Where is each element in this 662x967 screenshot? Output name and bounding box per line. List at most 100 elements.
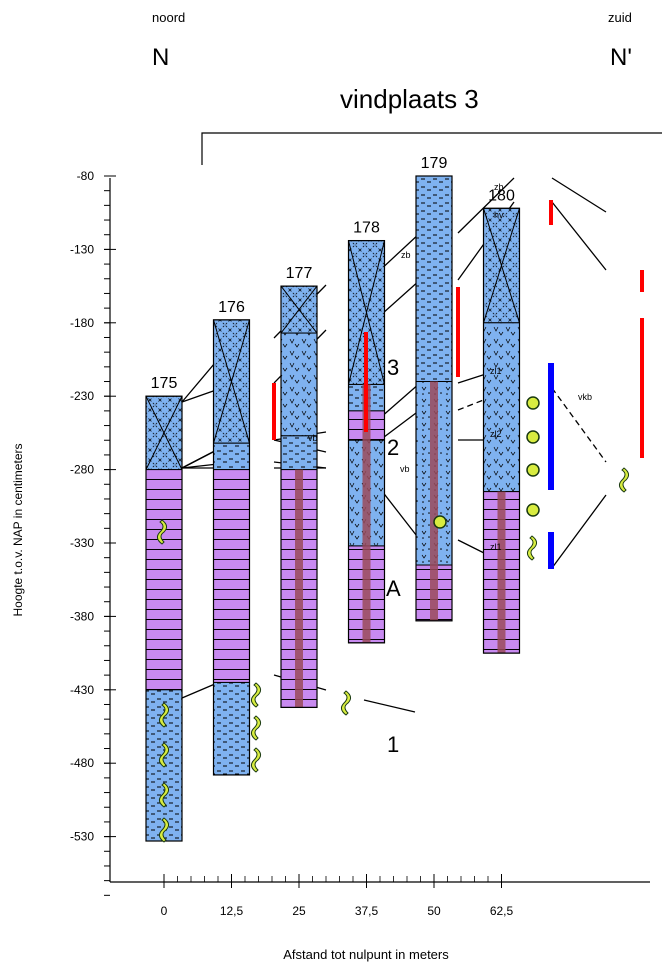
red-marker-179 <box>549 200 553 225</box>
unit-label: hv <box>494 210 504 220</box>
borehole-outline <box>482 207 521 654</box>
unit-label: zl1 <box>490 542 502 552</box>
root-channel <box>430 381 438 621</box>
y-axis-label: Hoogte t.o.v. NAP in centimeters <box>11 444 25 617</box>
south-big-label: N' <box>610 44 632 71</box>
borehole-id-label: 177 <box>286 265 313 282</box>
root-channel <box>362 384 371 643</box>
layer-cross <box>280 285 318 334</box>
worm-icon <box>250 682 262 708</box>
worm-icon <box>340 690 352 716</box>
boreholes: 175 176 177 178 179 180 <box>145 155 521 842</box>
red-marker-177 <box>364 332 368 432</box>
nodule-icon <box>526 430 540 444</box>
layer-sand-dash <box>280 435 318 471</box>
y-tick-label: -230 <box>70 389 94 403</box>
borehole-id-label: 178 <box>353 220 380 237</box>
nodule-icon <box>526 396 540 410</box>
layer-sand-v <box>483 322 520 493</box>
north-small-label: noord <box>152 10 185 25</box>
borehole-id-label: 175 <box>151 375 178 392</box>
y-tick-label: -430 <box>70 683 94 697</box>
borehole-id-label: 179 <box>421 155 448 172</box>
x-tick-label: 50 <box>427 904 441 918</box>
worm-icon <box>158 782 170 808</box>
red-marker-178 <box>456 287 460 377</box>
worm-icon <box>250 747 262 773</box>
worm-symbols <box>156 467 630 843</box>
layer-cross <box>145 395 183 470</box>
zone-label-2: 2 <box>387 435 399 460</box>
red-marker-176 <box>272 383 276 440</box>
nodule-icon <box>526 503 540 517</box>
y-axis-ticks: -80 -130 -180 -230 -280 -330 -380 -430 -480 -530 <box>70 169 116 896</box>
layer-cross <box>213 319 250 444</box>
layer-peat <box>213 469 250 683</box>
borehole-179: 179 <box>415 155 453 622</box>
nodule-icon <box>526 463 540 477</box>
borehole-177: 177 <box>280 265 318 709</box>
worm-icon <box>250 715 262 741</box>
borehole-id-label: 180 <box>488 187 515 204</box>
layer-sand-dash <box>213 442 250 471</box>
marker-bars <box>272 200 644 569</box>
x-tick-label: 62,5 <box>490 904 514 918</box>
site-bracket <box>201 132 662 165</box>
layer-sand-dash <box>415 175 453 383</box>
worm-icon <box>158 742 170 768</box>
blue-marker-179a <box>548 363 554 490</box>
layer-sand-v <box>280 332 318 437</box>
borehole-outline <box>415 175 453 622</box>
south-small-label: zuid <box>608 10 632 25</box>
y-tick-label: -180 <box>70 316 94 330</box>
root-channel <box>497 491 506 654</box>
root-channel <box>295 469 303 708</box>
red-marker-180b <box>640 318 644 458</box>
layer-peat <box>145 469 183 691</box>
nodule-icon <box>433 515 447 529</box>
borehole-outline <box>280 285 318 709</box>
y-tick-label: -80 <box>77 169 95 183</box>
y-tick-label: -380 <box>70 609 94 623</box>
zone-label-3: 3 <box>387 355 399 380</box>
y-tick-label: -530 <box>70 830 94 844</box>
site-title: vindplaats 3 <box>340 84 479 114</box>
borehole-outline <box>212 319 251 776</box>
y-tick-label: -130 <box>70 242 94 256</box>
worm-icon <box>526 535 538 561</box>
layer-cross <box>483 208 520 323</box>
unit-label: vb <box>308 433 318 443</box>
layer-cross <box>348 240 385 385</box>
blue-marker-179b <box>548 532 554 569</box>
unit-label: zl1 <box>490 366 502 376</box>
x-tick-label: 0 <box>161 904 168 918</box>
borehole-175: 175 <box>145 375 183 842</box>
borehole-outline <box>347 239 386 644</box>
worm-icon <box>156 519 168 545</box>
unit-label: vkb <box>578 392 592 402</box>
unit-label: zb <box>494 182 504 192</box>
borehole-180: 180 <box>482 187 521 654</box>
x-axis-ticks: 0 12,5 25 37,5 50 62,5 <box>161 874 514 918</box>
worm-icon <box>618 467 630 493</box>
borehole-176: 176 <box>212 299 251 776</box>
worm-icon <box>158 702 170 728</box>
layer-sand-dash <box>213 681 250 776</box>
borehole-id-label: 176 <box>218 299 245 316</box>
north-big-label: N <box>152 44 169 71</box>
red-marker-180a <box>640 270 644 292</box>
unit-label: zb <box>401 250 411 260</box>
x-tick-label: 25 <box>292 904 306 918</box>
x-tick-label: 37,5 <box>355 904 379 918</box>
unit-label: vb <box>400 464 410 474</box>
zone-label-1: 1 <box>387 732 399 757</box>
y-tick-label: -330 <box>70 536 94 550</box>
worm-icon <box>158 817 170 843</box>
zone-label-A: A <box>386 576 401 601</box>
x-axis-label: Afstand tot nulpunt in meters <box>283 947 449 962</box>
y-tick-label: -280 <box>70 463 94 477</box>
circle-symbols <box>433 396 540 529</box>
y-tick-label: -480 <box>70 756 94 770</box>
x-tick-label: 12,5 <box>220 904 244 918</box>
